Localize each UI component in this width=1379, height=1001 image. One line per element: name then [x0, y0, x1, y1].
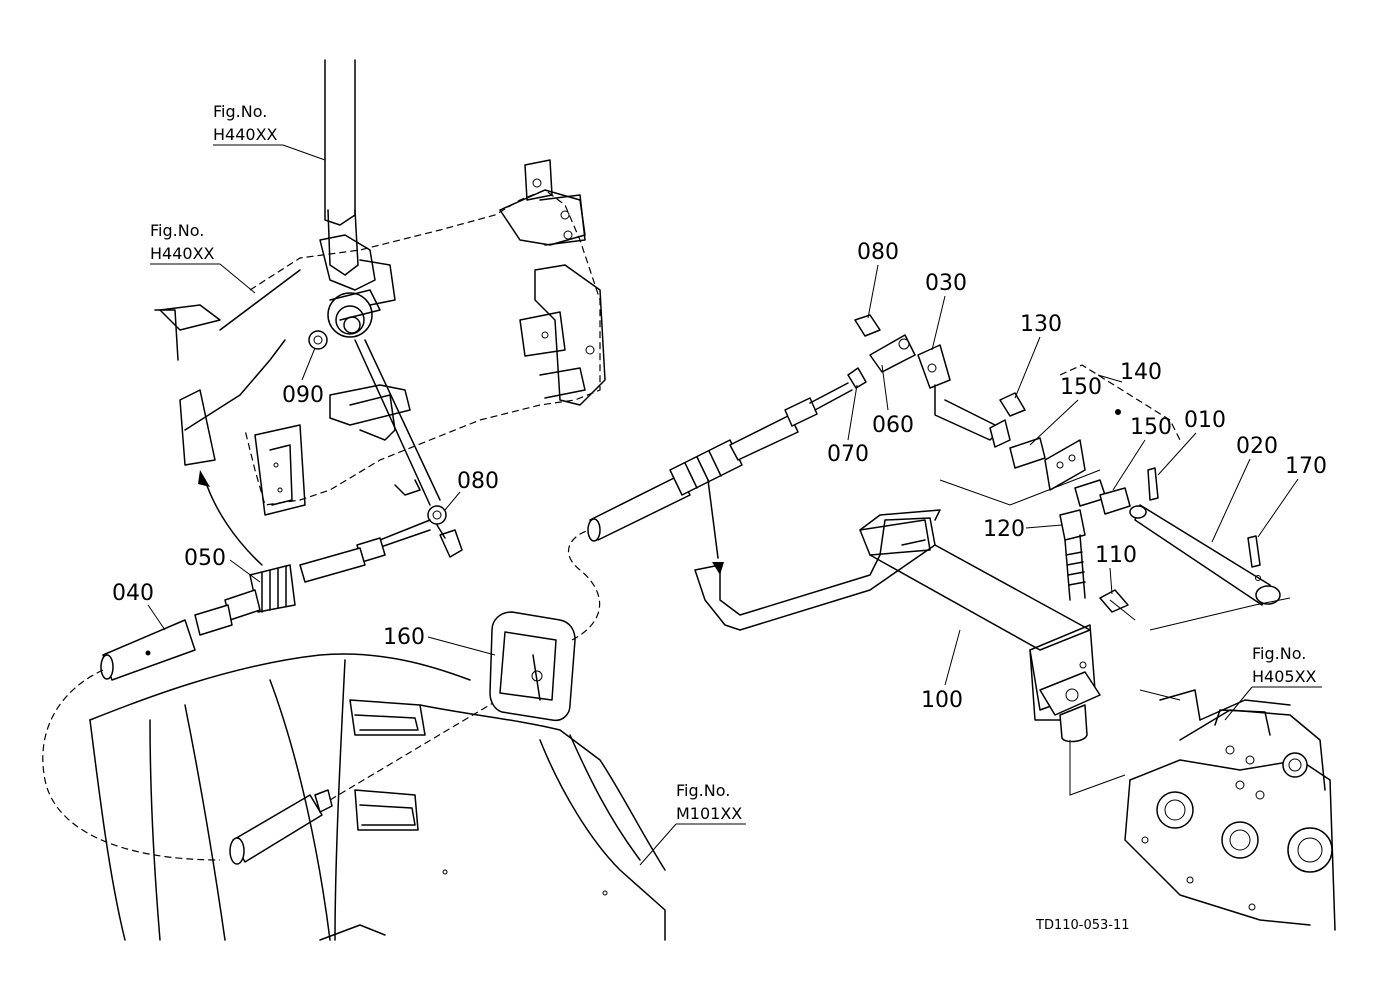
- part-label-170: 170: [1285, 454, 1327, 479]
- part-label-100: 100: [921, 688, 963, 713]
- tractor-body-cover: [89, 653, 666, 941]
- part-label-010: 010: [1184, 408, 1226, 433]
- fig-ref-prefix: Fig.No.: [676, 781, 730, 800]
- fig-ref-prefix: Fig.No.: [1252, 644, 1306, 663]
- part-label-150-a: 150: [1060, 375, 1102, 400]
- direction-arrow-left: [204, 479, 263, 566]
- grommet-160: [489, 611, 576, 722]
- bracket-100: [694, 509, 1126, 796]
- cable-right: [587, 314, 916, 575]
- fig-ref-code: H405XX: [1252, 667, 1317, 686]
- part-label-080-left: 080: [457, 469, 499, 494]
- arrow-head-icon: [712, 562, 724, 575]
- fig-ref-code: H440XX: [150, 244, 215, 263]
- cable-left: [42, 505, 541, 865]
- fig-ref-prefix: Fig.No.: [150, 221, 204, 240]
- part-label-090: 090: [282, 383, 324, 408]
- fig-ref-code: M101XX: [676, 804, 742, 823]
- part-label-070: 070: [827, 442, 869, 467]
- part-label-050: 050: [184, 546, 226, 571]
- shift-lever-bracket-assembly: [154, 59, 606, 516]
- part-label-080-right: 080: [857, 240, 899, 265]
- part-label-030: 030: [925, 271, 967, 296]
- cable-route-dashed: [567, 527, 601, 641]
- fig-ref-h405xx: Fig.No. H405XX: [1224, 644, 1322, 721]
- fig-ref-m101xx: Fig.No. M101XX: [639, 781, 746, 866]
- fig-ref-h440xx-left: Fig.No. H440XX: [150, 221, 256, 294]
- part-label-120: 120: [983, 517, 1025, 542]
- part-labels: 080 030 130 140 150 150 010 020 170 090 …: [112, 240, 1327, 713]
- fig-ref-h440xx-top: Fig.No. H440XX: [213, 102, 326, 161]
- part-label-020: 020: [1236, 434, 1278, 459]
- part-label-130: 130: [1020, 312, 1062, 337]
- part-label-140: 140: [1120, 360, 1162, 385]
- fig-ref-code: H440XX: [213, 125, 278, 144]
- part-label-160: 160: [383, 625, 425, 650]
- part-label-150-b: 150: [1130, 415, 1172, 440]
- part-label-110: 110: [1095, 543, 1137, 568]
- linkage-assembly-right: [917, 344, 1291, 701]
- arrow-head-icon: [198, 470, 210, 487]
- hydraulic-valve-block: [1124, 689, 1336, 931]
- part-label-060: 060: [872, 413, 914, 438]
- fig-ref-prefix: Fig.No.: [213, 102, 267, 121]
- drawing-code: TD110-053-11: [1035, 918, 1130, 933]
- part-label-040: 040: [112, 581, 154, 606]
